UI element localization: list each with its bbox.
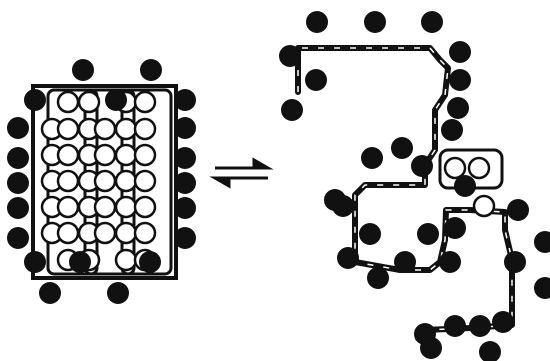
folded-black-bead [7, 117, 29, 139]
folded-white-bead [58, 92, 78, 112]
chain-black-bead [411, 155, 433, 177]
chain-black-bead [449, 69, 471, 91]
folded-black-bead [174, 227, 196, 249]
chain-black-bead [332, 195, 354, 217]
folded-white-bead [58, 223, 78, 243]
folded-black-bead [139, 251, 161, 273]
folded-white-bead [135, 223, 155, 243]
folded-white-bead [116, 250, 136, 270]
chain-black-bead [492, 311, 514, 333]
chain-black-bead [391, 137, 413, 159]
chain-black-bead [447, 97, 469, 119]
forward-arrow-head [254, 160, 268, 168]
folded-black-bead [140, 59, 162, 81]
folded-black-bead [174, 147, 196, 169]
folded-white-bead [58, 197, 78, 217]
chain-black-bead [361, 147, 383, 169]
folded-black-bead [174, 117, 196, 139]
chain-black-bead [534, 277, 550, 299]
folded-black-bead [24, 89, 46, 111]
chain-black-bead [281, 99, 303, 121]
chain-black-bead [364, 11, 386, 33]
folded-white-bead [135, 119, 155, 139]
folded-white-bead [95, 119, 115, 139]
chain-black-bead [507, 199, 529, 221]
folded-white-bead [95, 171, 115, 191]
folded-black-bead [7, 197, 29, 219]
folded-white-bead [58, 145, 78, 165]
folded-white-bead [116, 145, 136, 165]
chain-black-bead [421, 11, 443, 33]
folded-black-bead [72, 59, 94, 81]
folded-black-bead [174, 197, 196, 219]
chain-black-bead [449, 41, 471, 63]
chain-black-bead [306, 11, 328, 33]
chain-black-bead [367, 267, 389, 289]
folded-white-bead [95, 145, 115, 165]
chain-black-bead [279, 45, 301, 67]
chain-black-bead [417, 223, 439, 245]
unfolded-chain [279, 11, 550, 361]
chain-black-bead [479, 341, 501, 361]
folded-white-bead [95, 197, 115, 217]
folded-black-bead [174, 89, 196, 111]
folded-black-bead [174, 172, 196, 194]
chain-black-bead [444, 315, 466, 337]
chain-black-bead [444, 217, 466, 239]
chain-black-bead [337, 247, 359, 269]
chain-black-bead [534, 231, 550, 253]
folded-white-bead [58, 171, 78, 191]
folded-black-bead [69, 251, 91, 273]
folded-white-bead [79, 92, 99, 112]
chain-black-bead [441, 119, 463, 141]
equilibrium-arrows [215, 160, 268, 186]
chain-black-bead [469, 315, 491, 337]
chain-black-bead [394, 251, 416, 273]
folded-black-bead [7, 227, 29, 249]
folded-white-bead [95, 223, 115, 243]
folded-black-bead [39, 282, 61, 304]
folded-white-bead [135, 145, 155, 165]
folded-black-bead [7, 172, 29, 194]
chain-black-bead [305, 69, 327, 91]
folded-white-bead [116, 119, 136, 139]
chain-black-bead [504, 251, 526, 273]
reverse-arrow-head [215, 178, 229, 186]
chain-white-bead [445, 158, 465, 178]
folded-black-bead [24, 251, 46, 273]
folded-white-bead [135, 171, 155, 191]
folded-black-bead [7, 147, 29, 169]
chain-white-bead [474, 196, 494, 216]
folded-white-bead [116, 223, 136, 243]
chain-white-bead [469, 158, 489, 178]
folded-white-bead [58, 119, 78, 139]
folded-black-bead [107, 282, 129, 304]
folded-white-bead [116, 197, 136, 217]
folded-white-bead [135, 197, 155, 217]
folded-white-bead [116, 171, 136, 191]
chain-black-bead [359, 223, 381, 245]
chain-black-bead [439, 251, 461, 273]
folded-black-bead [105, 89, 127, 111]
folded-white-bead [135, 92, 155, 112]
chain-black-bead [420, 337, 442, 359]
folded-aggregate [7, 59, 196, 304]
